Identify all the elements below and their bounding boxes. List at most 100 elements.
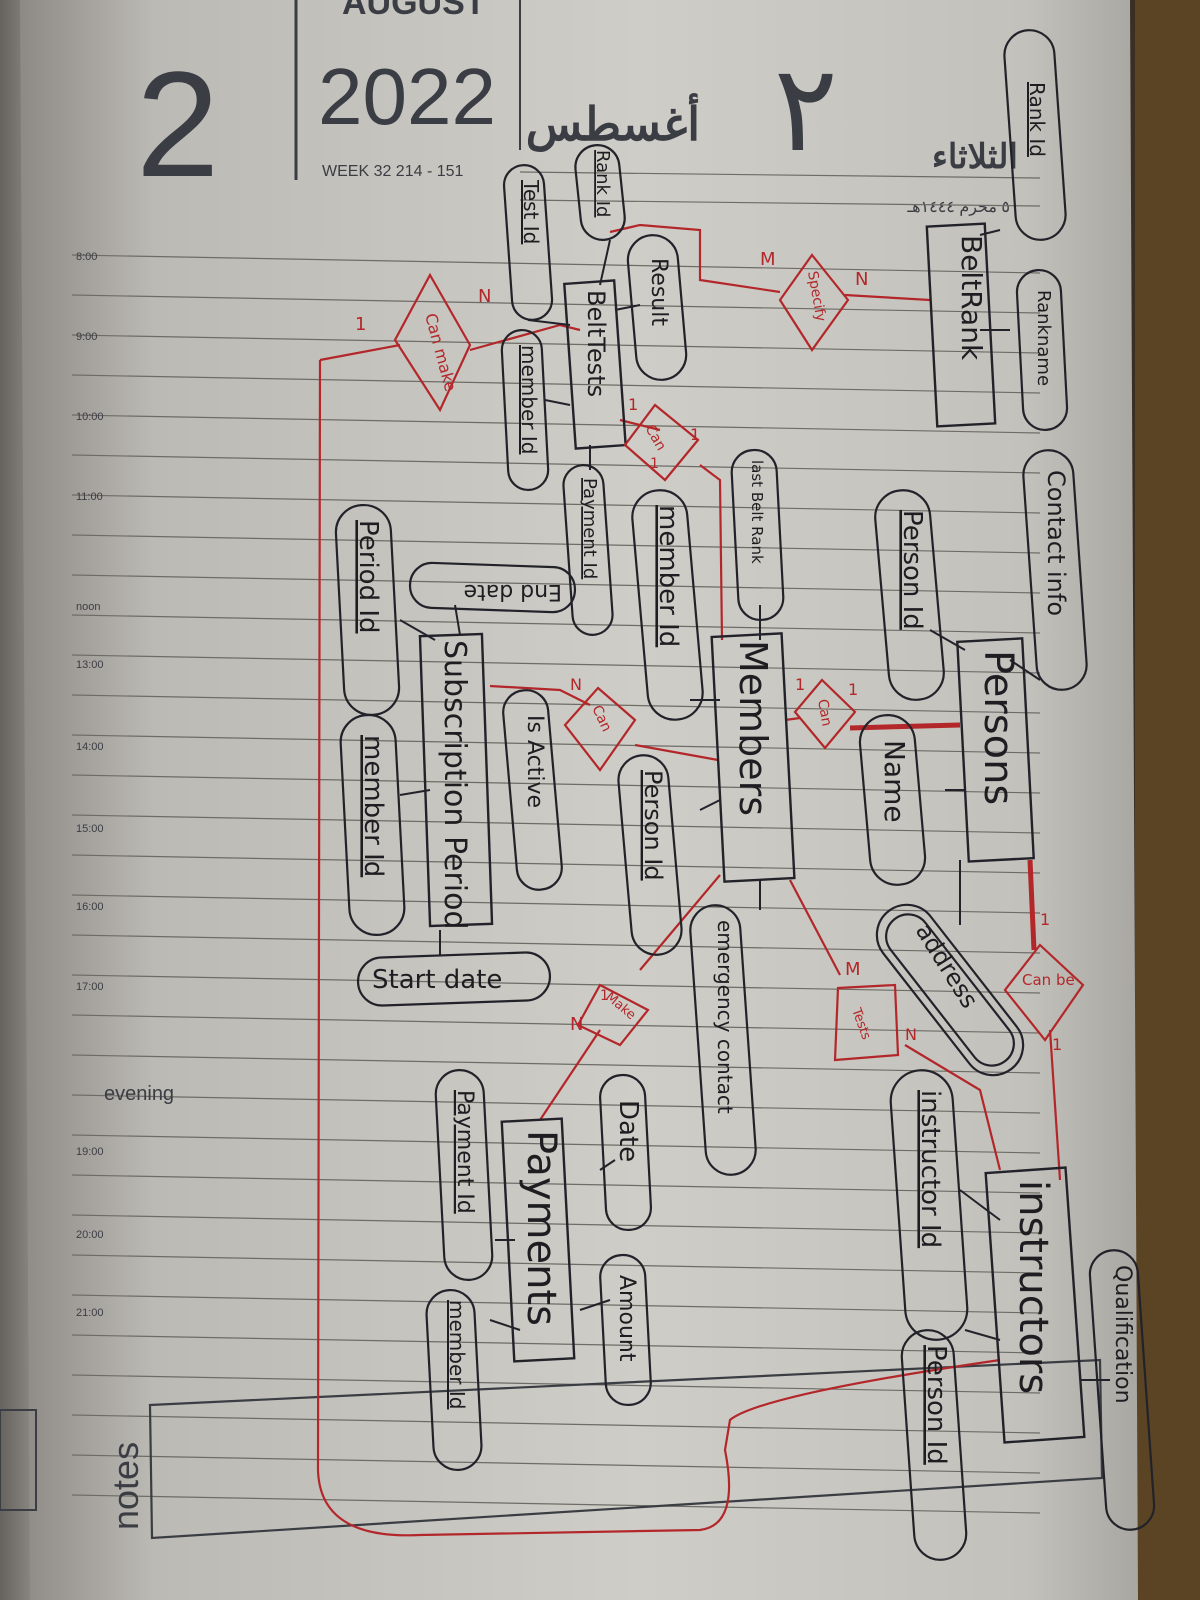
- cardinality-mark: 1: [628, 395, 638, 414]
- entity-members: Members: [710, 632, 796, 883]
- ruled-line: [71, 374, 1041, 394]
- month-label: AUGUST: [342, 0, 486, 22]
- svg-text:Subscription Period: Subscription Period: [437, 640, 472, 929]
- svg-text:Persons: Persons: [975, 650, 1021, 805]
- attribute-is-active: Is Active: [502, 689, 563, 891]
- svg-text:instructors: instructors: [1010, 1180, 1056, 1394]
- attribute-belttest-rank-id: Rank Id: [574, 144, 626, 241]
- attribute-belttest-payment-id: Payment Id: [562, 464, 614, 636]
- ruled-line: [71, 694, 1041, 714]
- svg-text:member Id: member Id: [358, 735, 388, 877]
- cardinality-mark: 1: [848, 680, 858, 699]
- cardinality-mark: 1: [355, 314, 366, 335]
- red-connector: [319, 343, 401, 362]
- connector: [959, 1189, 1001, 1221]
- cardinality-mark: N: [570, 675, 582, 694]
- red-connector: [609, 223, 781, 294]
- red-connector-outer: [316, 359, 1001, 1537]
- time-label: 10:00: [76, 411, 104, 423]
- red-connector: [634, 743, 719, 762]
- attribute-sub-member-id: member Id: [339, 713, 406, 936]
- attribute-qualification: Qualification: [1088, 1249, 1156, 1531]
- ruled-line: [71, 734, 1041, 754]
- er-diagram: BeltRank BeltTests Members Persons Subsc…: [316, 29, 1156, 1561]
- ruled-line: [71, 1414, 1041, 1434]
- ruled-line: [71, 654, 1041, 674]
- attribute-name: Name: [858, 714, 927, 886]
- attribute-member-member-id: member Id: [631, 489, 704, 721]
- time-label: 11:00: [76, 491, 103, 503]
- time-label: 20:00: [76, 1229, 104, 1241]
- svg-text:Rank Id: Rank Id: [592, 150, 613, 217]
- ruled-line: [71, 854, 1041, 874]
- ruled-line: [71, 1254, 1041, 1274]
- red-connector: [789, 879, 841, 976]
- ruled-line: [71, 414, 1041, 434]
- svg-text:Payments: Payments: [518, 1130, 564, 1326]
- relationship-can-be: Can be: [1003, 943, 1085, 1042]
- ruled-line: [71, 254, 1041, 274]
- ruled-line: [71, 1014, 1041, 1034]
- hour-rules: [71, 254, 1041, 1514]
- ruled-line: [71, 1494, 1041, 1514]
- svg-text:Test Id: Test Id: [519, 179, 543, 244]
- red-connector: [699, 464, 724, 641]
- cardinality-mark: 1: [1040, 910, 1050, 929]
- ruled-line: [71, 1174, 1041, 1194]
- ruled-line: [71, 1094, 1041, 1114]
- svg-text:Person Id: Person Id: [897, 510, 927, 630]
- ruled-line: [71, 334, 1041, 354]
- week-line: WEEK 32 214 - 151: [322, 163, 464, 180]
- attribute-payment-payment-id: Payment Id: [434, 1069, 494, 1281]
- ruled-line: [71, 1054, 1041, 1074]
- cardinality-mark: 1: [1052, 1035, 1062, 1054]
- time-label: 19:00: [76, 1146, 104, 1158]
- connector: [579, 1299, 611, 1311]
- ruled-line: [71, 1294, 1041, 1314]
- time-label: 17:00: [76, 981, 104, 993]
- year-label: 2022: [318, 52, 496, 141]
- svg-text:Members: Members: [731, 640, 775, 816]
- connector: [929, 629, 966, 651]
- red-connector: [539, 1029, 601, 1121]
- svg-text:End date: End date: [464, 579, 562, 604]
- svg-text:Is Active: Is Active: [522, 715, 547, 808]
- time-label: noon: [76, 601, 100, 613]
- cardinality-mark: 1: [600, 988, 609, 1004]
- attribute-rankname: Rankname: [1015, 268, 1069, 432]
- time-label: 8:00: [76, 251, 97, 263]
- svg-text:last Belt Rank: last Belt Rank: [748, 460, 766, 564]
- connector: [544, 399, 571, 406]
- cardinality-mark: N: [570, 1014, 583, 1035]
- svg-text:Period Id: Period Id: [353, 520, 383, 634]
- hijri-date: ٥ محرم ١٤٤٤هـ: [906, 199, 1010, 216]
- attribute-end-date: End date: [408, 561, 577, 614]
- svg-text:BeltTests: BeltTests: [582, 290, 610, 397]
- time-labels: 8:009:0010:0011:00noon13:0014:0015:0016:…: [76, 251, 174, 1319]
- ruled-line: [71, 1134, 1041, 1154]
- ruled-line: [71, 1454, 1041, 1474]
- ruled-line: [71, 774, 1041, 794]
- red-connector-thick: [849, 722, 961, 731]
- time-label: 13:00: [76, 659, 104, 671]
- ruled-line: [71, 934, 1041, 954]
- attribute-start-date: Start date: [356, 951, 552, 1007]
- svg-text:BeltRank: BeltRank: [955, 235, 988, 361]
- red-connector: [469, 323, 581, 352]
- connector: [489, 1319, 521, 1331]
- svg-text:Result: Result: [646, 258, 671, 326]
- attribute-date: Date: [599, 1073, 653, 1232]
- svg-text:member Id: member Id: [445, 1300, 469, 1409]
- attribute-payment-member-id: member Id: [425, 1288, 483, 1472]
- attribute-rank-id: Rank Id: [1003, 29, 1067, 241]
- svg-text:emergency contact: emergency contact: [713, 920, 737, 1114]
- attribute-test-id: Test Id: [502, 164, 554, 321]
- svg-text:member Id: member Id: [517, 345, 541, 454]
- cardinality-mark: 1: [690, 425, 700, 444]
- ruled-line: [71, 1334, 1041, 1354]
- ruled-line: [71, 974, 1041, 994]
- cardinality-mark: 1: [650, 456, 659, 472]
- svg-text:Qualification: Qualification: [1110, 1265, 1135, 1404]
- time-label: 9:00: [76, 331, 97, 343]
- time-label: evening: [104, 1083, 174, 1105]
